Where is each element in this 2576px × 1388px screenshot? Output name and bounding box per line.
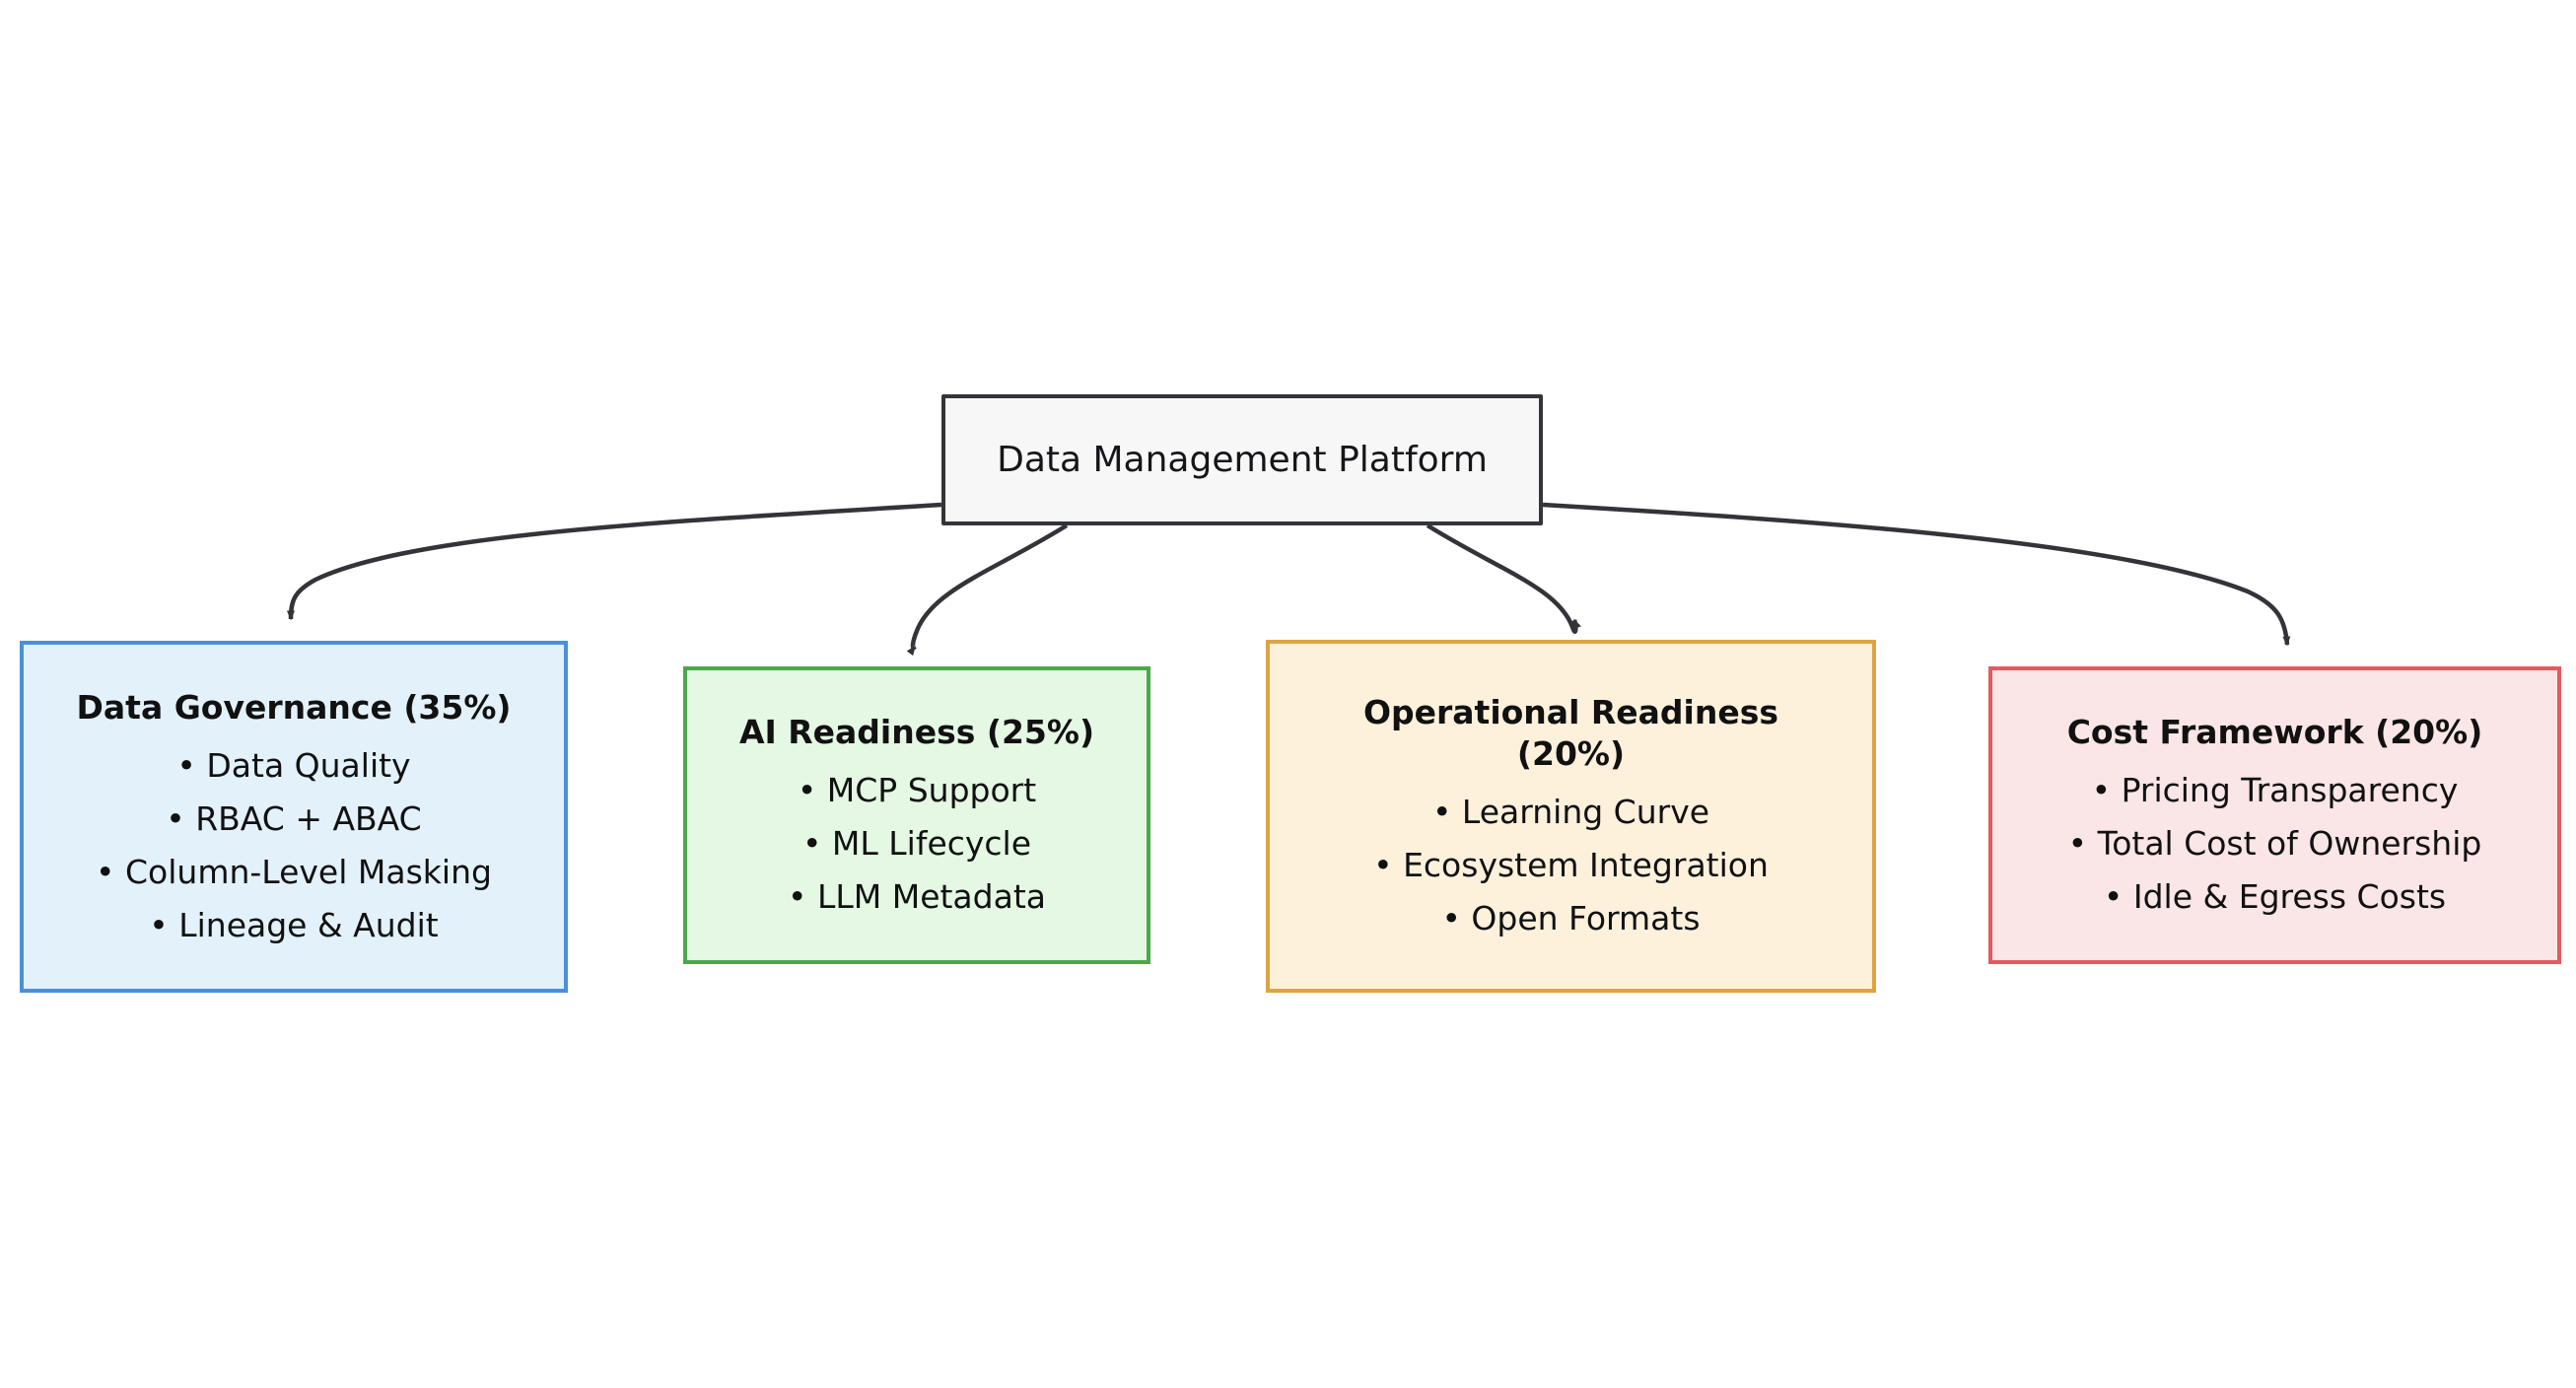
bullet-icon: •: [1441, 899, 1461, 938]
node-ai-title: AI Readiness (25%): [738, 713, 1095, 752]
node-data-governance[interactable]: Data Governance (35%) • Data Quality • R…: [20, 641, 568, 993]
edge-root-operational: [1426, 523, 1581, 634]
node-governance-title: Data Governance (35%): [76, 687, 512, 727]
list-item: • Lineage & Audit: [96, 905, 492, 947]
list-item-label: Total Cost of Ownership: [2097, 824, 2482, 864]
list-item: • Total Cost of Ownership: [2068, 823, 2482, 866]
bullet-icon: •: [1373, 846, 1393, 885]
edge-root-cost: [1542, 502, 2291, 647]
bullet-icon: •: [2067, 824, 2088, 864]
bullet-icon: •: [1431, 793, 1452, 832]
list-item: • Idle & Egress Costs: [2068, 876, 2482, 919]
bullet-icon: •: [96, 852, 115, 891]
edge-root-ai: [906, 523, 1069, 657]
list-item-label: Pricing Transparency: [2121, 771, 2459, 810]
list-item: • MCP Support: [788, 770, 1046, 812]
node-operational-title: Operational Readiness (20%): [1362, 692, 1779, 774]
list-item-label: Learning Curve: [1461, 793, 1710, 832]
list-item-label: MCP Support: [826, 771, 1037, 810]
list-item-label: Ecosystem Integration: [1403, 846, 1769, 885]
bullet-icon: •: [788, 877, 807, 917]
node-cost-framework[interactable]: Cost Framework (20%) • Pricing Transpare…: [1988, 666, 2561, 964]
node-ai-list: • MCP Support • ML Lifecycle • LLM Metad…: [788, 759, 1046, 919]
bullet-icon: •: [801, 824, 822, 864]
node-root-label: Data Management Platform: [997, 439, 1488, 480]
list-item-label: Open Formats: [1471, 899, 1701, 938]
list-item: • Ecosystem Integration: [1373, 845, 1769, 887]
edge-root-governance: [287, 502, 942, 621]
bullet-icon: •: [797, 771, 817, 810]
node-operational-readiness[interactable]: Operational Readiness (20%) • Learning C…: [1266, 640, 1876, 993]
node-ai-readiness[interactable]: AI Readiness (25%) • MCP Support • ML Li…: [683, 666, 1150, 964]
bullet-icon: •: [166, 798, 185, 838]
list-item-label: Data Quality: [206, 745, 411, 785]
list-item-label: Column-Level Masking: [125, 852, 492, 891]
list-item-label: RBAC + ABAC: [195, 798, 422, 838]
list-item-label: Idle & Egress Costs: [2132, 877, 2447, 917]
node-governance-list: • Data Quality • RBAC + ABAC • Column-Le…: [96, 734, 492, 947]
bullet-icon: •: [2091, 771, 2112, 810]
node-data-management-platform[interactable]: Data Management Platform: [941, 394, 1543, 525]
list-item-label: ML Lifecycle: [831, 824, 1032, 864]
bullet-icon: •: [176, 745, 196, 785]
list-item: • LLM Metadata: [788, 876, 1046, 919]
list-item: • Data Quality: [96, 745, 492, 788]
list-item: • Pricing Transparency: [2068, 770, 2482, 812]
list-item: • ML Lifecycle: [788, 823, 1046, 866]
list-item-label: LLM Metadata: [816, 877, 1046, 917]
list-item: • RBAC + ABAC: [96, 798, 492, 841]
node-operational-list: • Learning Curve • Ecosystem Integration…: [1373, 781, 1769, 940]
bullet-icon: •: [2103, 877, 2123, 917]
list-item: • Column-Level Masking: [96, 852, 492, 894]
node-cost-title: Cost Framework (20%): [2066, 713, 2483, 752]
list-item: • Learning Curve: [1373, 792, 1769, 834]
list-item-label: Lineage & Audit: [178, 905, 439, 944]
list-item: • Open Formats: [1373, 898, 1769, 940]
node-cost-list: • Pricing Transparency • Total Cost of O…: [2068, 759, 2482, 919]
bullet-icon: •: [149, 905, 169, 944]
